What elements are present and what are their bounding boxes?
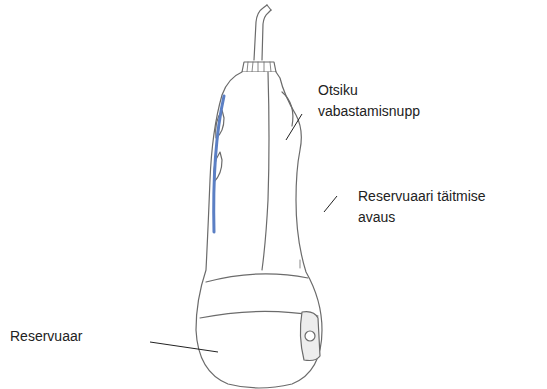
leader-line [150,342,218,352]
blue-stripe [214,96,224,232]
flosser-body [196,72,322,388]
nozzle-outline [254,5,267,60]
body-seam [262,72,269,270]
part-label: Otsiku vabastamisnupp [318,80,438,122]
fill-cap [300,312,320,361]
reservoir-top-line [206,274,308,282]
cap-knob [305,331,315,341]
tick [300,260,301,268]
part-label: Reservuaari täitmise avaus [358,186,513,228]
leader-line [324,196,337,212]
nozzle-outline [262,10,271,60]
part-label: Reservuaar [10,326,140,347]
leader-line [286,114,302,140]
release-button [282,92,293,126]
reservoir-line [200,311,318,318]
collar-ridges [247,62,271,72]
nozzle-collar [242,62,276,72]
nozzle-tip [267,5,271,10]
